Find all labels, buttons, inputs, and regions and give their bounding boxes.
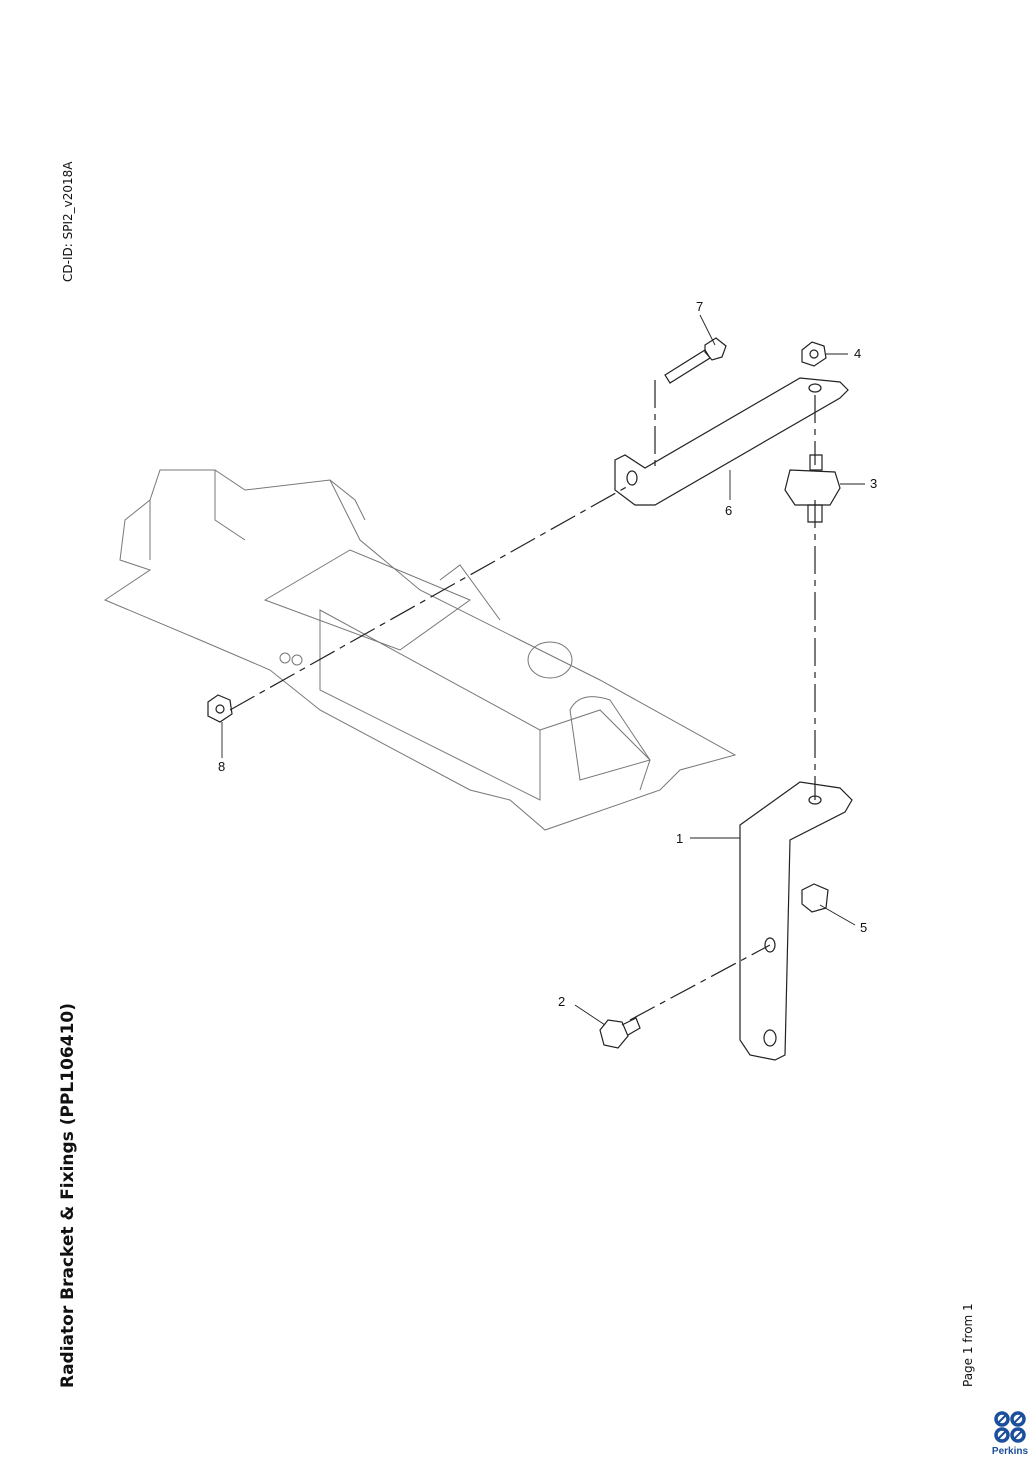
perkins-emblem-icon xyxy=(994,1411,1026,1443)
nut-4 xyxy=(801,341,827,367)
mount-3 xyxy=(784,454,841,523)
bracket-1 xyxy=(739,781,853,1061)
radiator-outline xyxy=(103,469,737,831)
callout-7: 7 xyxy=(696,299,703,314)
bracket-6 xyxy=(614,377,849,506)
callout-5: 5 xyxy=(860,920,867,935)
bolt-2 xyxy=(599,1017,641,1049)
callout-6: 6 xyxy=(725,503,732,518)
callout-8: 8 xyxy=(218,759,225,774)
leader-lines xyxy=(221,314,865,1026)
bolt-7 xyxy=(664,337,727,384)
assembly-lines xyxy=(229,380,816,1021)
callout-3: 3 xyxy=(870,476,877,491)
nut-8 xyxy=(207,694,233,723)
callout-4: 4 xyxy=(854,346,861,361)
callout-2: 2 xyxy=(558,994,565,1009)
brand-name: Perkins xyxy=(991,1446,1029,1457)
callout-1: 1 xyxy=(676,831,683,846)
perkins-logo: Perkins xyxy=(988,1410,1032,1460)
